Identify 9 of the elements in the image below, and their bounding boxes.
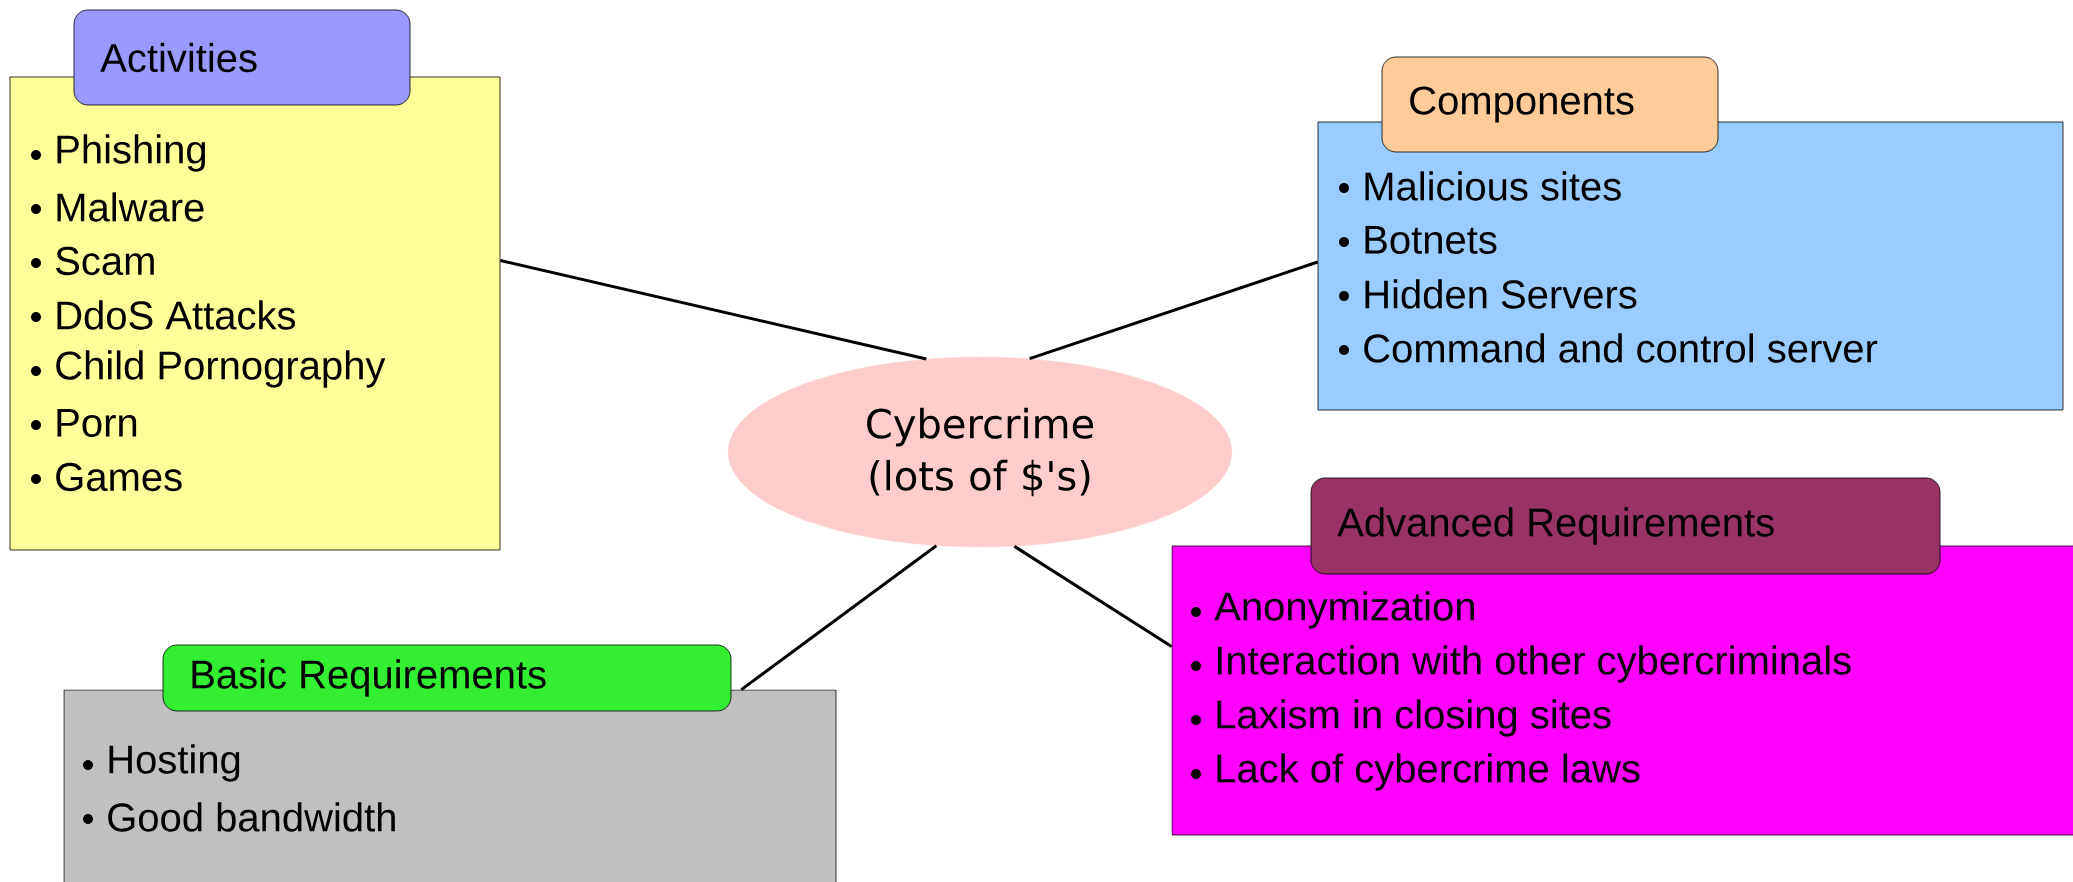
card-heading: Advanced Requirements	[1337, 507, 1774, 545]
ellipse-label: Cybercrime (lots of $'s)	[867, 407, 1094, 497]
connector-line	[1013, 545, 1173, 648]
connector-line	[740, 544, 938, 691]
card-heading: Basic Requirements	[192, 659, 546, 697]
connector-line	[500, 259, 927, 361]
card-heading: Components	[1410, 86, 1634, 123]
card-heading: Activities	[100, 42, 257, 73]
connector-line	[1029, 260, 1319, 361]
